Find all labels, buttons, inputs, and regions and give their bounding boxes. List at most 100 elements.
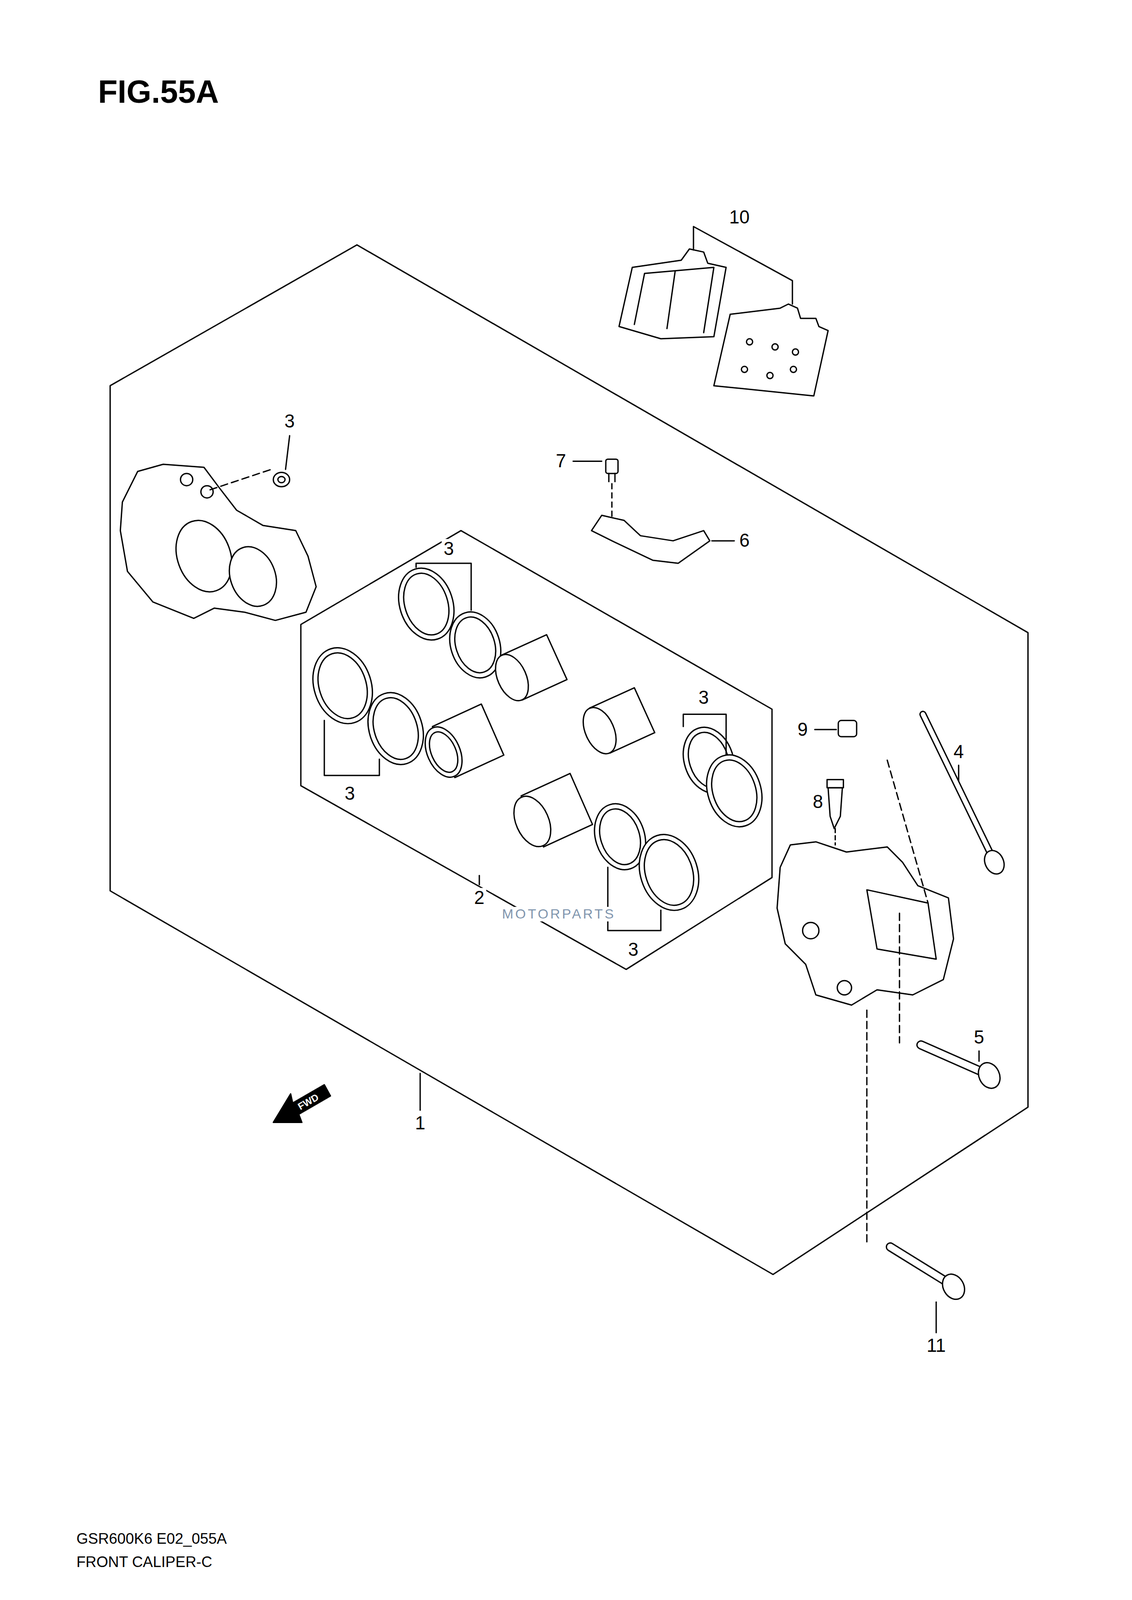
bleeder-cap — [814, 720, 857, 845]
line-art — [478, 875, 481, 885]
line-art — [417, 704, 504, 784]
line-art — [277, 476, 285, 483]
callout-number: 2 — [472, 887, 487, 908]
callout-number: 3 — [626, 939, 641, 960]
brake-pads — [618, 226, 828, 396]
line-art — [221, 539, 285, 613]
drawing-caption: FRONT CALIPER-C — [74, 1553, 215, 1570]
line-art — [201, 485, 214, 498]
line-art — [576, 687, 655, 759]
line-art — [865, 1009, 868, 1243]
line-art — [683, 714, 726, 755]
line-art — [978, 1050, 980, 1061]
line-art — [777, 841, 954, 1006]
line-art — [629, 826, 709, 919]
line-art — [741, 366, 748, 373]
callout-number: 10 — [727, 207, 752, 227]
line-art — [834, 828, 836, 845]
callout-number: 3 — [342, 783, 357, 803]
line-art — [697, 747, 771, 834]
line-art — [711, 539, 735, 542]
line-art — [285, 435, 290, 470]
callout-number: 4 — [951, 741, 966, 762]
line-art — [693, 226, 793, 304]
line-art — [767, 372, 774, 379]
callout-number: 7 — [553, 451, 568, 471]
line-art — [838, 720, 857, 737]
line-art — [828, 787, 843, 829]
line-art — [611, 483, 613, 517]
line-art — [447, 611, 503, 678]
line-art — [417, 721, 470, 783]
line-art — [506, 773, 593, 853]
line-art — [866, 889, 937, 960]
line-art — [359, 685, 433, 772]
line-art — [618, 249, 726, 339]
drawing-code: GSR600K6 E02_055A — [74, 1529, 229, 1546]
line-art — [814, 728, 836, 731]
pad-spring — [573, 458, 735, 564]
line-art — [958, 765, 960, 781]
caliper-half — [120, 435, 316, 621]
line-art — [802, 922, 819, 939]
line-art — [488, 649, 535, 706]
line-art — [629, 826, 709, 919]
line-art — [210, 469, 272, 490]
callout-number: 3 — [441, 538, 456, 559]
callout-number: 8 — [810, 791, 825, 812]
callout-number: 1 — [412, 1113, 427, 1133]
line-art — [324, 720, 380, 776]
line-art — [614, 473, 616, 482]
line-art — [166, 512, 242, 600]
direction-label: FWD — [294, 1090, 322, 1113]
line-art — [713, 303, 829, 396]
callout-number: 11 — [924, 1335, 948, 1355]
line-art — [923, 714, 992, 856]
line-art — [416, 563, 472, 611]
callout-number: 3 — [282, 411, 297, 431]
line-art — [792, 348, 799, 356]
line-art — [980, 847, 1008, 878]
line-art — [704, 754, 765, 828]
line-art — [771, 343, 779, 350]
line-art — [576, 702, 623, 759]
watermark: MOTORPARTS — [500, 906, 618, 922]
caliper-half — [777, 841, 954, 1006]
line-art — [395, 567, 456, 641]
line-art — [827, 779, 844, 788]
line-art — [608, 473, 610, 482]
line-art — [573, 460, 602, 462]
seals-pistons — [303, 560, 771, 931]
fwd-arrow — [273, 1084, 331, 1123]
line-art — [506, 790, 559, 852]
line-art — [935, 1301, 938, 1333]
line-art — [923, 714, 992, 856]
line-art — [890, 1246, 947, 1282]
callout-number: 6 — [737, 530, 752, 551]
line-art — [310, 646, 376, 725]
bolts — [866, 714, 1008, 1333]
line-art — [273, 472, 290, 487]
line-art — [365, 691, 426, 765]
line-art — [634, 267, 714, 333]
line-art — [180, 473, 193, 486]
callout-number: 3 — [696, 687, 711, 708]
line-art — [837, 980, 852, 995]
line-art — [636, 833, 702, 912]
line-art — [666, 271, 676, 329]
callout-number: 9 — [795, 719, 810, 739]
line-art — [938, 1269, 970, 1303]
seal-kit-outline — [300, 530, 772, 970]
figure-title: FIG.55A — [95, 75, 221, 109]
line-art — [120, 464, 316, 621]
line-art — [359, 685, 433, 772]
line-art — [488, 634, 567, 706]
line-art — [920, 1044, 981, 1072]
line-art — [746, 338, 753, 346]
line-art — [591, 515, 710, 564]
callout-number: 5 — [972, 1027, 987, 1047]
line-art — [697, 747, 771, 834]
line-art — [974, 1058, 1005, 1092]
